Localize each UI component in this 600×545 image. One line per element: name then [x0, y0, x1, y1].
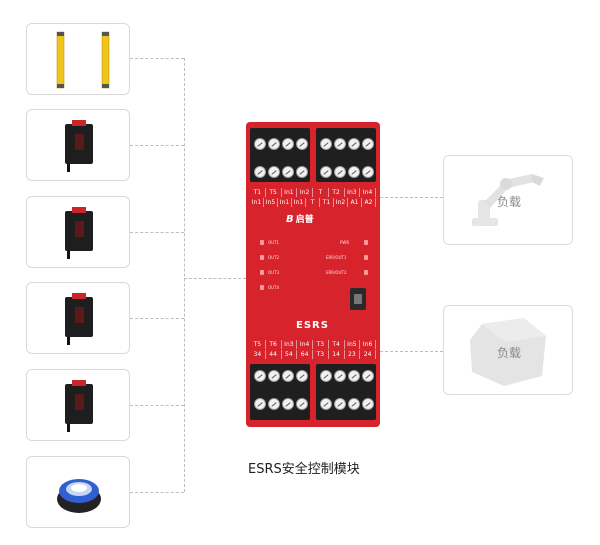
led-indicator — [260, 285, 264, 290]
photoelectric-sensor-icon — [65, 120, 93, 172]
photoelectric-sensor-icon — [65, 207, 93, 259]
led-label: OUT3 — [268, 270, 280, 275]
robot-arm-icon — [472, 174, 544, 226]
input-card-sensor-1 — [26, 109, 130, 181]
connector-line — [130, 145, 184, 146]
terminal-block-bottom-right — [316, 364, 376, 420]
load-card-robot-arm: 负载 — [443, 155, 573, 245]
led-indicator — [364, 255, 368, 260]
input-card-sensor-4 — [26, 369, 130, 441]
load-card-machine: 负载 — [443, 305, 573, 395]
input-card-emergency-button — [26, 456, 130, 528]
terminal-block-top-left — [250, 128, 310, 182]
connector-line — [380, 197, 443, 198]
photoelectric-sensor-icon — [65, 380, 93, 432]
led-label: OUT1 — [268, 240, 280, 245]
input-card-light-curtain — [26, 23, 130, 95]
led-indicator — [364, 270, 368, 275]
led-indicator — [260, 270, 264, 275]
connector-line — [380, 351, 443, 352]
connector-line — [130, 232, 184, 233]
terminal-block-bottom-left — [250, 364, 310, 420]
led-label: OUT4 — [268, 285, 280, 290]
led-label: PWR — [340, 240, 350, 245]
brand-mark-icon: B — [286, 214, 294, 225]
model-label: ESRS — [296, 320, 329, 331]
photoelectric-sensor-icon — [65, 293, 93, 345]
led-label: OUT2 — [268, 255, 280, 260]
connector-line — [184, 278, 246, 279]
load-label: 负载 — [497, 195, 522, 209]
connector-bus — [184, 58, 185, 492]
led-label: ERR/OUT1 — [326, 255, 347, 260]
machine-icon — [470, 318, 546, 386]
led-indicator — [364, 240, 368, 245]
connector-line — [130, 318, 184, 319]
emergency-button-icon — [57, 479, 101, 513]
led-indicator — [260, 240, 264, 245]
connector-line — [130, 58, 184, 59]
led-indicator — [260, 255, 264, 260]
led-label: ERR/OUT2 — [326, 270, 347, 275]
module-caption: ESRS安全控制模块 — [248, 462, 360, 477]
load-label: 负载 — [497, 346, 522, 360]
connector-line — [130, 492, 184, 493]
input-card-sensor-3 — [26, 282, 130, 354]
light-curtain-icon — [56, 31, 110, 89]
usb-port — [350, 288, 366, 310]
connector-line — [130, 405, 184, 406]
input-card-sensor-2 — [26, 196, 130, 268]
terminal-block-top-right — [316, 128, 376, 182]
